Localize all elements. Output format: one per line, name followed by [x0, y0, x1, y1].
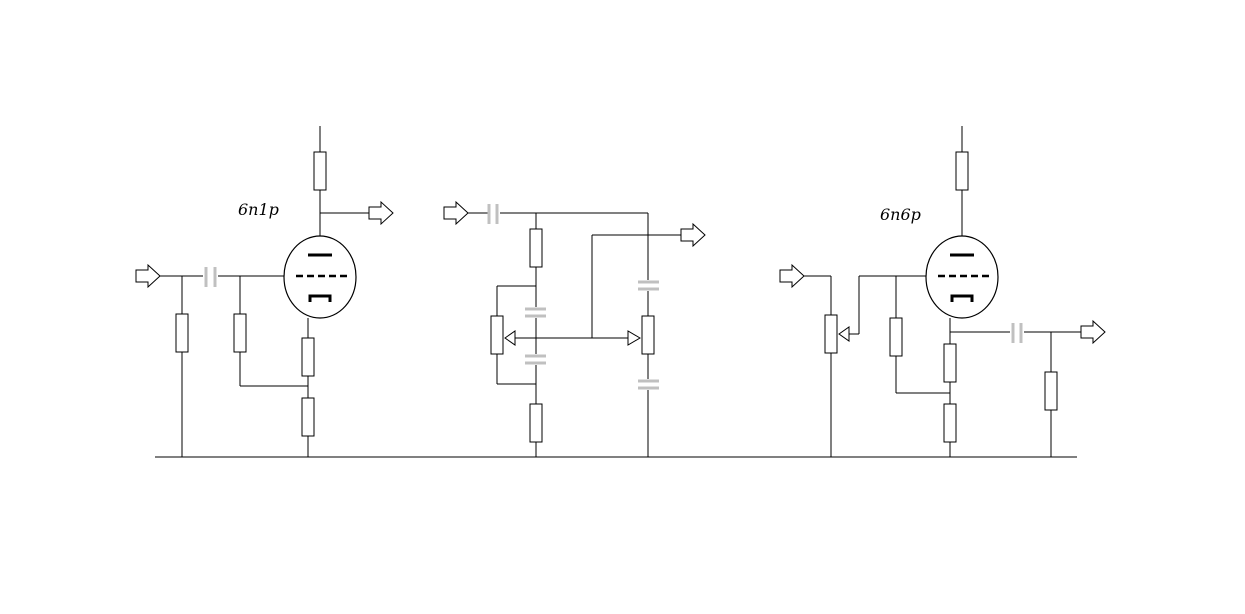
- stage-1-6n1p: 6n1p: [135, 126, 394, 457]
- tube-label-6n1p: 6n1p: [238, 200, 279, 219]
- bass-potentiometer: [490, 315, 504, 355]
- output-arrow-icon: [1080, 319, 1106, 345]
- tube-label-6n6p: 6n6p: [880, 205, 921, 224]
- grid-resistor: [233, 313, 247, 353]
- cathode-resistor-2: [943, 403, 957, 443]
- tone-resistor: [529, 228, 543, 268]
- stage-2-6n6p: 6n6p: [779, 126, 1106, 457]
- cathode-resistor-2: [301, 397, 315, 437]
- grid-resistor: [889, 317, 903, 357]
- output-resistor: [1044, 371, 1058, 411]
- volume-potentiometer: [824, 314, 838, 354]
- tube-cathode: [308, 294, 332, 302]
- wiper-arrow-icon: [627, 330, 641, 346]
- input-arrow-icon: [779, 263, 805, 289]
- input-resistor: [175, 313, 189, 353]
- cathode-resistor: [301, 337, 315, 377]
- wiper-arrow-icon: [838, 326, 850, 342]
- tube-cathode: [950, 294, 974, 302]
- wiper-arrow-icon: [504, 330, 516, 346]
- input-arrow-icon: [443, 200, 469, 226]
- treble-potentiometer: [641, 315, 655, 355]
- output-arrow-icon: [680, 222, 706, 248]
- output-arrow-icon: [368, 200, 394, 226]
- tone-control-network: [443, 200, 706, 457]
- anode-resistor: [955, 151, 969, 191]
- anode-resistor: [313, 151, 327, 191]
- tone-resistor: [529, 403, 543, 443]
- input-arrow-icon: [135, 263, 161, 289]
- cathode-resistor: [943, 343, 957, 383]
